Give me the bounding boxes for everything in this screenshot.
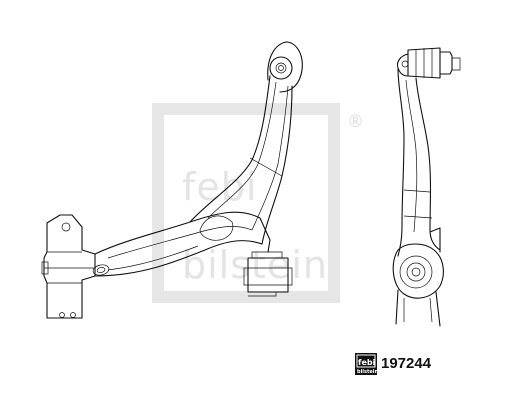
badge-sub-text: bilstein	[357, 369, 378, 375]
control-arm-front-view	[41, 41, 303, 319]
watermark-frame	[152, 103, 340, 303]
watermark-logo-text: febi	[182, 165, 257, 209]
control-arm-side-view	[392, 47, 461, 327]
badge-logo-text: febi	[358, 358, 376, 367]
watermark-sub-text: bilstein	[182, 243, 328, 287]
watermark-logo: febi bilstein ®	[152, 103, 364, 303]
badge-background	[355, 353, 377, 375]
febi-bilstein-badge: febi bilstein	[355, 353, 378, 375]
watermark-registered-mark: ®	[347, 112, 364, 132]
part-number: 197244	[381, 355, 432, 372]
